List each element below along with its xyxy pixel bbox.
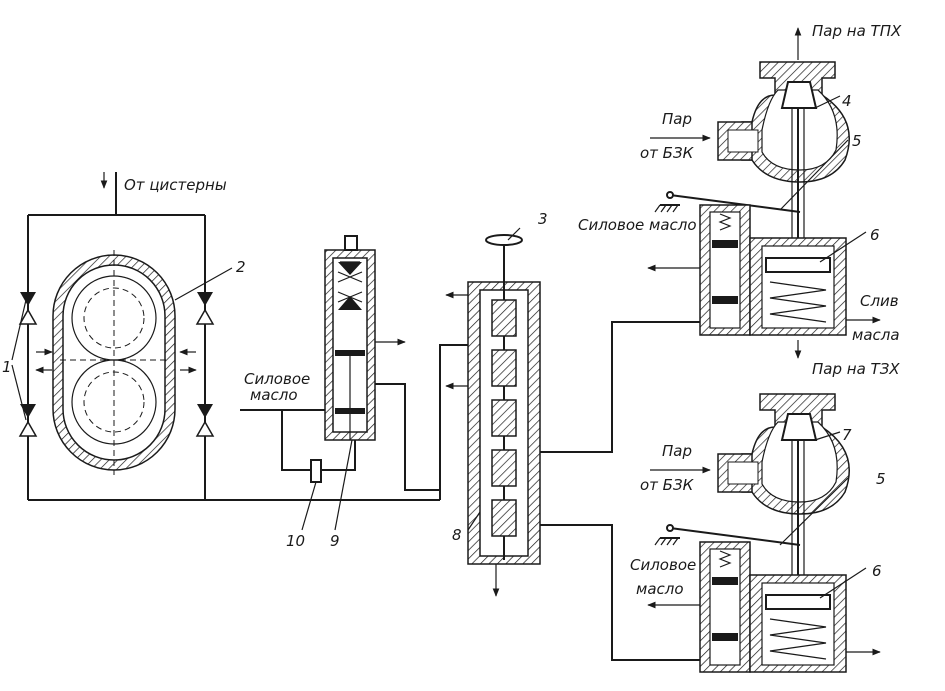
label-steam-to-tzx: Пар на ТЗХ	[812, 360, 900, 378]
ref-number-4: 4	[842, 92, 852, 110]
label-steam-from-bzk-top-1: Пар	[662, 110, 692, 128]
ref-number-6-top: 6	[870, 226, 880, 244]
label-drain-1: Слив	[860, 292, 899, 310]
ref-number-10: 10	[286, 532, 305, 550]
label-power-oil-bottom-2: масло	[636, 580, 684, 598]
oil-pump-group	[11, 172, 440, 501]
label-power-oil-left-1: Силовое	[244, 370, 310, 388]
ref-number-7: 7	[842, 426, 852, 444]
ref-number-2: 2	[236, 258, 246, 276]
ref-number-9: 9	[330, 532, 340, 550]
label-power-oil-left-2: масло	[250, 386, 298, 404]
ref-number-6-bottom: 6	[872, 562, 882, 580]
lower-steam-valve	[647, 393, 881, 673]
check-valves-left	[18, 292, 38, 437]
label-power-oil-top: Силовое масло	[578, 216, 697, 234]
ref-number-3: 3	[538, 210, 548, 228]
label-steam-from-bzk-bottom-1: Пар	[662, 442, 692, 460]
label-drain-2: масла	[852, 326, 900, 344]
label-power-oil-bottom-1: Силовое	[630, 556, 696, 574]
ref-number-5-bottom: 5	[876, 470, 886, 488]
gear-pump	[52, 250, 176, 475]
check-valves-right	[195, 292, 215, 437]
label-steam-to-tpx: Пар на ТПХ	[812, 22, 902, 40]
spool-distributor	[439, 227, 700, 661]
ref-number-8: 8	[452, 526, 462, 544]
label-from-tank: От цистерны	[124, 176, 227, 194]
ref-number-5-top: 5	[852, 132, 862, 150]
label-steam-from-bzk-bottom-2: от БЗК	[640, 476, 695, 494]
label-steam-from-bzk-top-2: от БЗК	[640, 144, 695, 162]
upper-steam-valve	[647, 27, 881, 359]
ref-number-1: 1	[2, 358, 12, 376]
regulator-cylinder	[240, 235, 440, 531]
